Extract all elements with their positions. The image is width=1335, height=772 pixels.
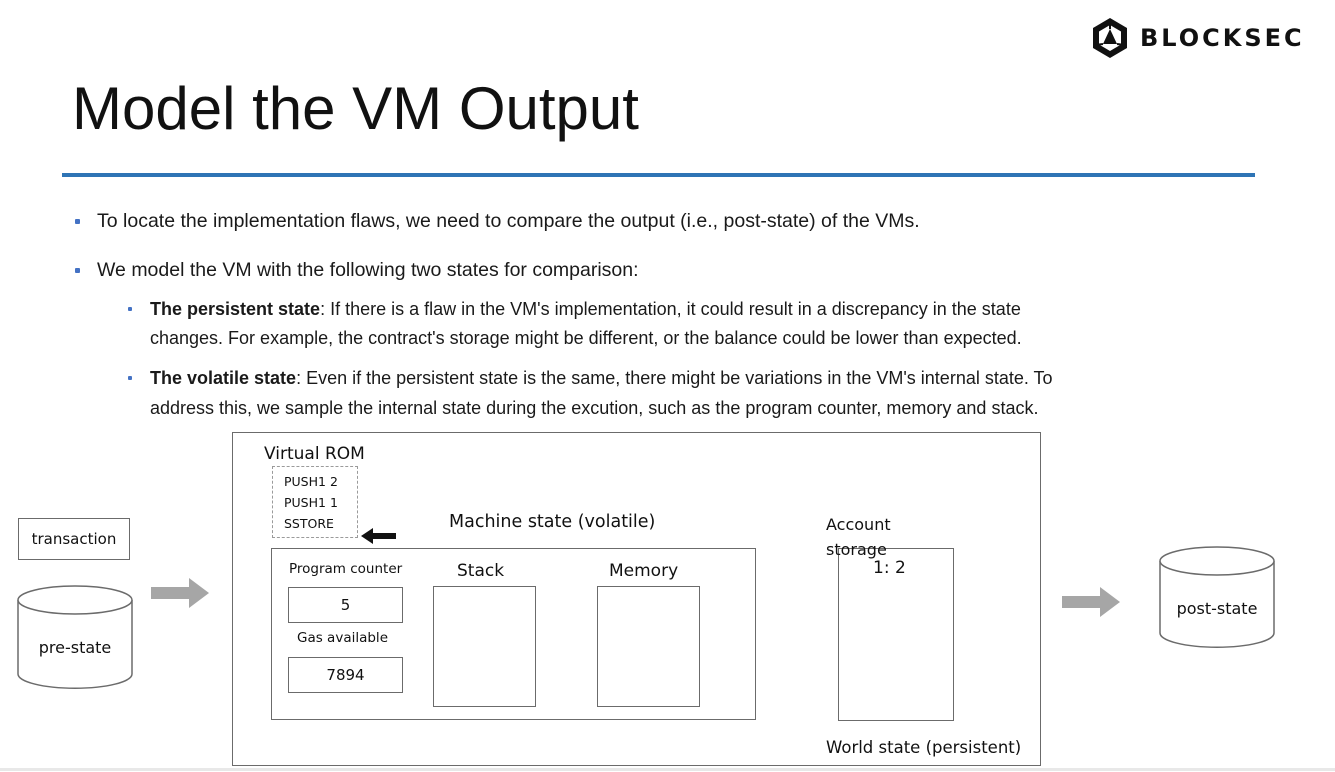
arrow-right-icon [151,578,209,608]
program-counter-label: Program counter [289,561,403,577]
rom-instruction: SSTORE [284,516,334,531]
bottom-divider [0,768,1335,771]
arrow-left-icon [361,528,396,544]
bullet-dot [75,268,80,273]
world-state-label: World state (persistent) [826,738,1022,757]
program-counter-value: 5 [288,587,403,623]
stack-label: Stack [457,561,505,581]
bullet-dot [75,219,80,224]
virtual-rom-box [272,466,358,538]
virtual-rom-instructions: PUSH1 2 PUSH1 1 SSTORE [284,471,338,534]
volatile-state-term: The volatile state [150,368,297,388]
stack-box [433,586,536,707]
storage-entry: 1: 2 [873,558,906,578]
post-state-label: post-state [1176,599,1258,618]
sub-bullet-volatile-line1: The volatile state: Even if the persiste… [150,368,1053,388]
blocksec-logo-icon [1093,18,1127,58]
sub-bullet-persistent-line2: changes. For example, the contract's sto… [150,328,1022,348]
sub-bullet-dot [128,307,132,311]
gas-available-label: Gas available [297,630,388,646]
sub-bullet-persistent-line1: The persistent state: If there is a flaw… [150,299,1021,319]
title-rule [62,173,1255,177]
persistent-state-term: The persistent state [150,299,321,319]
transaction-box: transaction [18,518,130,560]
bullet-1: To locate the implementation flaws, we n… [97,210,920,232]
rom-instruction: PUSH1 2 [284,474,338,489]
post-state-cylinder [1159,546,1275,648]
memory-box [597,586,700,707]
blocksec-logo: BLOCKSEC [1088,14,1305,62]
gas-available-value: 7894 [288,657,403,693]
virtual-rom-label: Virtual ROM [264,444,365,464]
machine-state-label: Machine state (volatile) [449,512,656,532]
logo-text: BLOCKSEC [1140,24,1305,52]
pre-state-cylinder [17,585,133,689]
sub-bullet-dot [128,376,132,380]
rom-instruction: PUSH1 1 [284,495,338,510]
pre-state-label: pre-state [38,638,112,657]
bullet-2: We model the VM with the following two s… [97,259,639,281]
arrow-right-icon [1062,587,1120,617]
sub-bullet-volatile-line2: address this, we sample the internal sta… [150,398,1039,418]
account-storage-box [838,548,954,721]
memory-label: Memory [609,561,679,581]
slide-title: Model the VM Output [72,75,639,142]
account-storage-label: Account storage [826,515,891,559]
